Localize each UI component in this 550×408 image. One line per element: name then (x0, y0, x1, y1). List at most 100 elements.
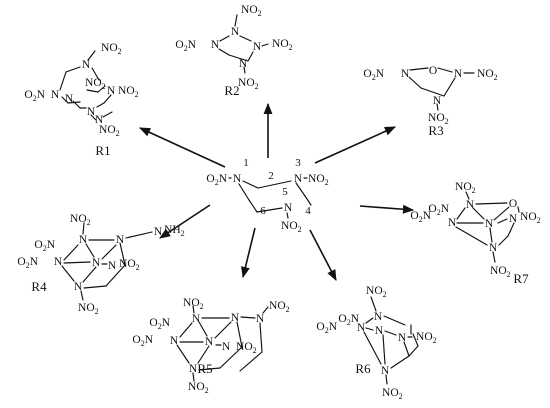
bond (261, 43, 269, 47)
nitro-group: NO2 (241, 4, 262, 18)
nitro-group: O2N (34, 239, 55, 253)
bond (475, 202, 508, 205)
oxygen-atom: O (429, 65, 437, 77)
bond (239, 35, 252, 42)
bond (192, 372, 195, 382)
bond (497, 218, 508, 224)
nitro-group: NO2 (455, 181, 476, 195)
ring-bond (295, 182, 306, 197)
ring-bond (286, 212, 289, 219)
bond (489, 227, 493, 243)
nitrogen-atom: N (233, 173, 242, 185)
position-number: 5 (282, 186, 288, 198)
bond (472, 207, 485, 220)
ring-bond (304, 195, 312, 206)
reaction-arrows (138, 102, 415, 281)
nitrogen-atom: N (65, 93, 74, 105)
nitrogen-atom: N (401, 68, 410, 80)
bond (492, 251, 496, 263)
nitrogen-atom: N (92, 257, 101, 269)
position-number: 3 (295, 157, 301, 169)
ring-bond (238, 183, 250, 201)
bond (420, 87, 445, 97)
nitrogen-atom: N (87, 106, 96, 118)
structure-label-r3: R3 (428, 123, 443, 138)
bond (370, 296, 377, 312)
nitrogen-atom: N (294, 173, 303, 185)
nitro-group: O2N (132, 334, 153, 348)
bond (102, 111, 113, 118)
nitrogen-atom: N (433, 95, 442, 107)
nitrogen-atom: N (256, 313, 265, 325)
bond (198, 367, 221, 371)
nitrogen-atom: N (357, 322, 366, 334)
reaction-arrow-r7 (359, 204, 415, 214)
bond (455, 226, 488, 246)
bond (63, 261, 91, 264)
bond (218, 48, 230, 56)
nitro-group: NO2 (188, 381, 209, 395)
nitrogen-atom: N (108, 260, 117, 272)
ring-bond (257, 180, 292, 189)
reaction-arrow-r5 (241, 227, 256, 279)
structure-label-r2: R2 (224, 83, 239, 98)
bond (179, 322, 193, 338)
nitro-group: NO2 (269, 300, 290, 314)
nitrogen-atom: N (222, 341, 231, 353)
bond (517, 206, 520, 213)
nitro-group: NO2 (70, 213, 91, 227)
bond (105, 264, 126, 287)
bond (382, 334, 386, 365)
structure-label-r1: R1 (95, 143, 110, 158)
nitrogen-atom: N (51, 89, 60, 101)
bond (437, 67, 453, 73)
structure-label-r6: R6 (355, 361, 371, 376)
bond (97, 85, 106, 93)
bond (91, 67, 100, 81)
bond (59, 71, 67, 91)
bond (101, 244, 117, 260)
structure-label-r7: R7 (513, 271, 529, 286)
bond (87, 50, 96, 61)
bond (443, 77, 456, 97)
nitro-group: NO2 (272, 38, 293, 52)
structure-label-r4: R4 (31, 279, 47, 294)
nitrogen-atom: N (95, 114, 104, 126)
bond (507, 222, 515, 237)
nitrogen-atom: N (192, 313, 201, 325)
amino-group: NH2 (164, 224, 185, 238)
nitrogen-atom: N (284, 202, 293, 214)
nitro-group: NO2 (118, 85, 139, 99)
nitro-group: O2N (206, 173, 227, 187)
nitro-group: NO2 (78, 302, 99, 316)
nitrogen-atom: N (485, 218, 494, 230)
bond (456, 207, 466, 220)
position-number: 4 (305, 205, 311, 217)
reaction-arrow-r3 (314, 126, 397, 164)
bond (436, 103, 439, 111)
nitrogen-atom: N (448, 217, 457, 229)
bond (125, 231, 153, 239)
bond (412, 333, 419, 347)
nitrogen-atom: N (398, 332, 407, 344)
nitro-group: NO2 (101, 42, 122, 56)
bond (383, 315, 406, 326)
nitro-group: NO2 (183, 297, 204, 311)
nitrogen-atom: N (170, 335, 179, 347)
bond (61, 96, 69, 104)
bond (80, 290, 84, 301)
bond (234, 14, 238, 27)
nitrogen-atom: N (466, 199, 475, 211)
bond (86, 89, 99, 93)
nitro-group: NO2 (490, 265, 511, 279)
nitro-group: NO2 (366, 285, 387, 299)
bond (219, 346, 243, 369)
bond (228, 54, 249, 62)
bond (363, 331, 382, 365)
bond (85, 243, 95, 258)
nitrogen-atom: N (509, 213, 518, 225)
nitro-group: O2N (338, 313, 359, 327)
nitrogen-atom: N (253, 41, 262, 53)
nitrogen-atom: N (79, 234, 88, 246)
